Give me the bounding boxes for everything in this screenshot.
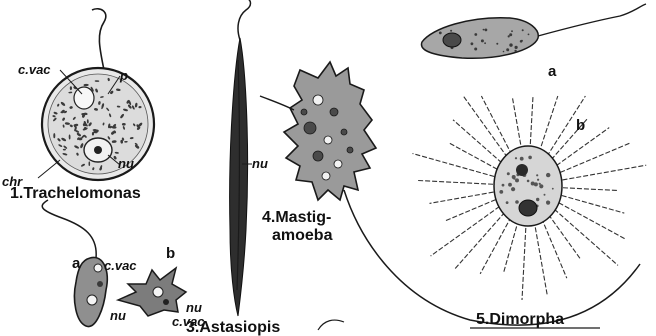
granule	[508, 183, 512, 187]
granule	[496, 43, 498, 45]
granule	[506, 201, 509, 204]
vacuole	[334, 160, 342, 168]
granule	[514, 50, 516, 52]
granule	[546, 173, 550, 177]
fig2b-vacuole	[153, 287, 163, 297]
astasiopsis-flagellum	[238, 0, 251, 40]
caption-dimorpha: 5.Dimorpha	[476, 311, 564, 328]
granule	[522, 29, 524, 31]
granule	[503, 51, 505, 53]
granule	[502, 184, 505, 187]
fig2a-vacuole-1	[94, 264, 102, 272]
granule	[528, 34, 530, 36]
granule	[439, 32, 442, 35]
granule	[531, 182, 535, 186]
granule	[520, 40, 523, 43]
dimorpha-a-body	[421, 18, 538, 58]
granule	[471, 42, 474, 45]
mastigamoeba-flagellum	[344, 190, 640, 325]
granule	[520, 157, 524, 161]
granule	[450, 30, 452, 32]
granule	[481, 39, 484, 42]
label-b-dimorpha: b	[576, 117, 585, 134]
fig2b-body	[118, 268, 186, 316]
caption-mastigamoeba-line2: amoeba	[272, 227, 333, 244]
mastigamoeba-drawing: 4.Mastig- amoeba	[260, 62, 640, 325]
dimorpha-b-nucleus	[516, 164, 528, 176]
vacuole	[313, 95, 323, 105]
astasiopsis-caption-swash	[318, 320, 344, 330]
granule	[474, 48, 477, 51]
granule	[515, 46, 518, 49]
vacuole	[301, 109, 307, 115]
label-nu-2: nu	[110, 308, 126, 323]
granule	[537, 179, 539, 181]
fig2b-nucleus	[163, 299, 169, 305]
granule	[513, 178, 515, 180]
caption-trachelomonas: 1.Trachelomonas	[10, 185, 141, 202]
granule	[552, 188, 554, 190]
label-a-fig2: a	[72, 255, 81, 272]
label-p: p	[119, 68, 128, 83]
vacuole	[330, 108, 338, 116]
vacuole	[324, 136, 332, 144]
granule	[483, 29, 485, 31]
vacuole	[322, 172, 330, 180]
granule	[536, 174, 538, 176]
trachelomonas-flagellum	[92, 9, 106, 70]
vacuole	[304, 122, 316, 134]
chr-pointer	[38, 160, 60, 178]
caption-astasiopsis: 3.Astasiopis	[186, 319, 280, 336]
granule	[506, 48, 509, 51]
granule	[539, 183, 541, 185]
granule	[528, 156, 532, 160]
label-nu-1: nu	[118, 156, 134, 171]
dimorpha-a-nucleus	[443, 33, 461, 47]
granule	[484, 42, 486, 44]
label-cvac-1: c.vac	[18, 62, 51, 77]
mastigamoeba-pseudopod	[260, 96, 294, 110]
fig2a-vacuole-2	[87, 295, 97, 305]
label-nu-3: nu	[186, 300, 202, 315]
granule	[508, 35, 510, 37]
granule	[509, 43, 512, 46]
granule	[499, 190, 503, 194]
trachelomonas-contractile-vacuole	[74, 87, 94, 109]
figure-2-drawing: a c.vac nu b nu c.vac	[42, 200, 205, 329]
granule	[474, 33, 477, 36]
fig2a-flagellum	[42, 200, 96, 258]
granule	[515, 200, 519, 204]
trachelomonas-drawing: c.vac p chr nu 1.Trachelomonas	[2, 9, 154, 202]
trachelomonas-nucleolus	[94, 146, 102, 154]
granule	[546, 201, 550, 205]
granule	[536, 198, 539, 201]
granule	[485, 29, 488, 32]
label-nu-astasiopsis: nu	[252, 156, 268, 171]
label-cvac-2: c.vac	[104, 258, 137, 273]
granule	[515, 178, 519, 182]
dimorpha-a-flagellum	[538, 4, 646, 36]
dimorpha-drawing: a b 5.Dimorpha	[413, 4, 647, 328]
granule	[511, 187, 515, 191]
granule	[509, 33, 512, 36]
granule	[544, 194, 546, 196]
caption-mastigamoeba-line1: 4.Mastig-	[262, 209, 331, 226]
vacuole	[347, 147, 353, 153]
chromatophore	[53, 133, 55, 138]
label-a-dimorpha: a	[548, 63, 557, 80]
chromatophore	[89, 161, 91, 166]
label-b-fig2: b	[166, 245, 175, 262]
vacuole	[313, 151, 323, 161]
astasiopsis-drawing: nu 3.Astasiopis	[186, 0, 280, 336]
dimorpha-b-vacuole	[519, 200, 537, 216]
granule	[511, 30, 513, 32]
granule	[507, 172, 510, 175]
vacuole	[341, 129, 347, 135]
granule	[527, 180, 530, 183]
fig2a-vacuole-3	[97, 281, 103, 287]
mastigamoeba-body	[284, 62, 376, 200]
granule	[515, 157, 517, 159]
